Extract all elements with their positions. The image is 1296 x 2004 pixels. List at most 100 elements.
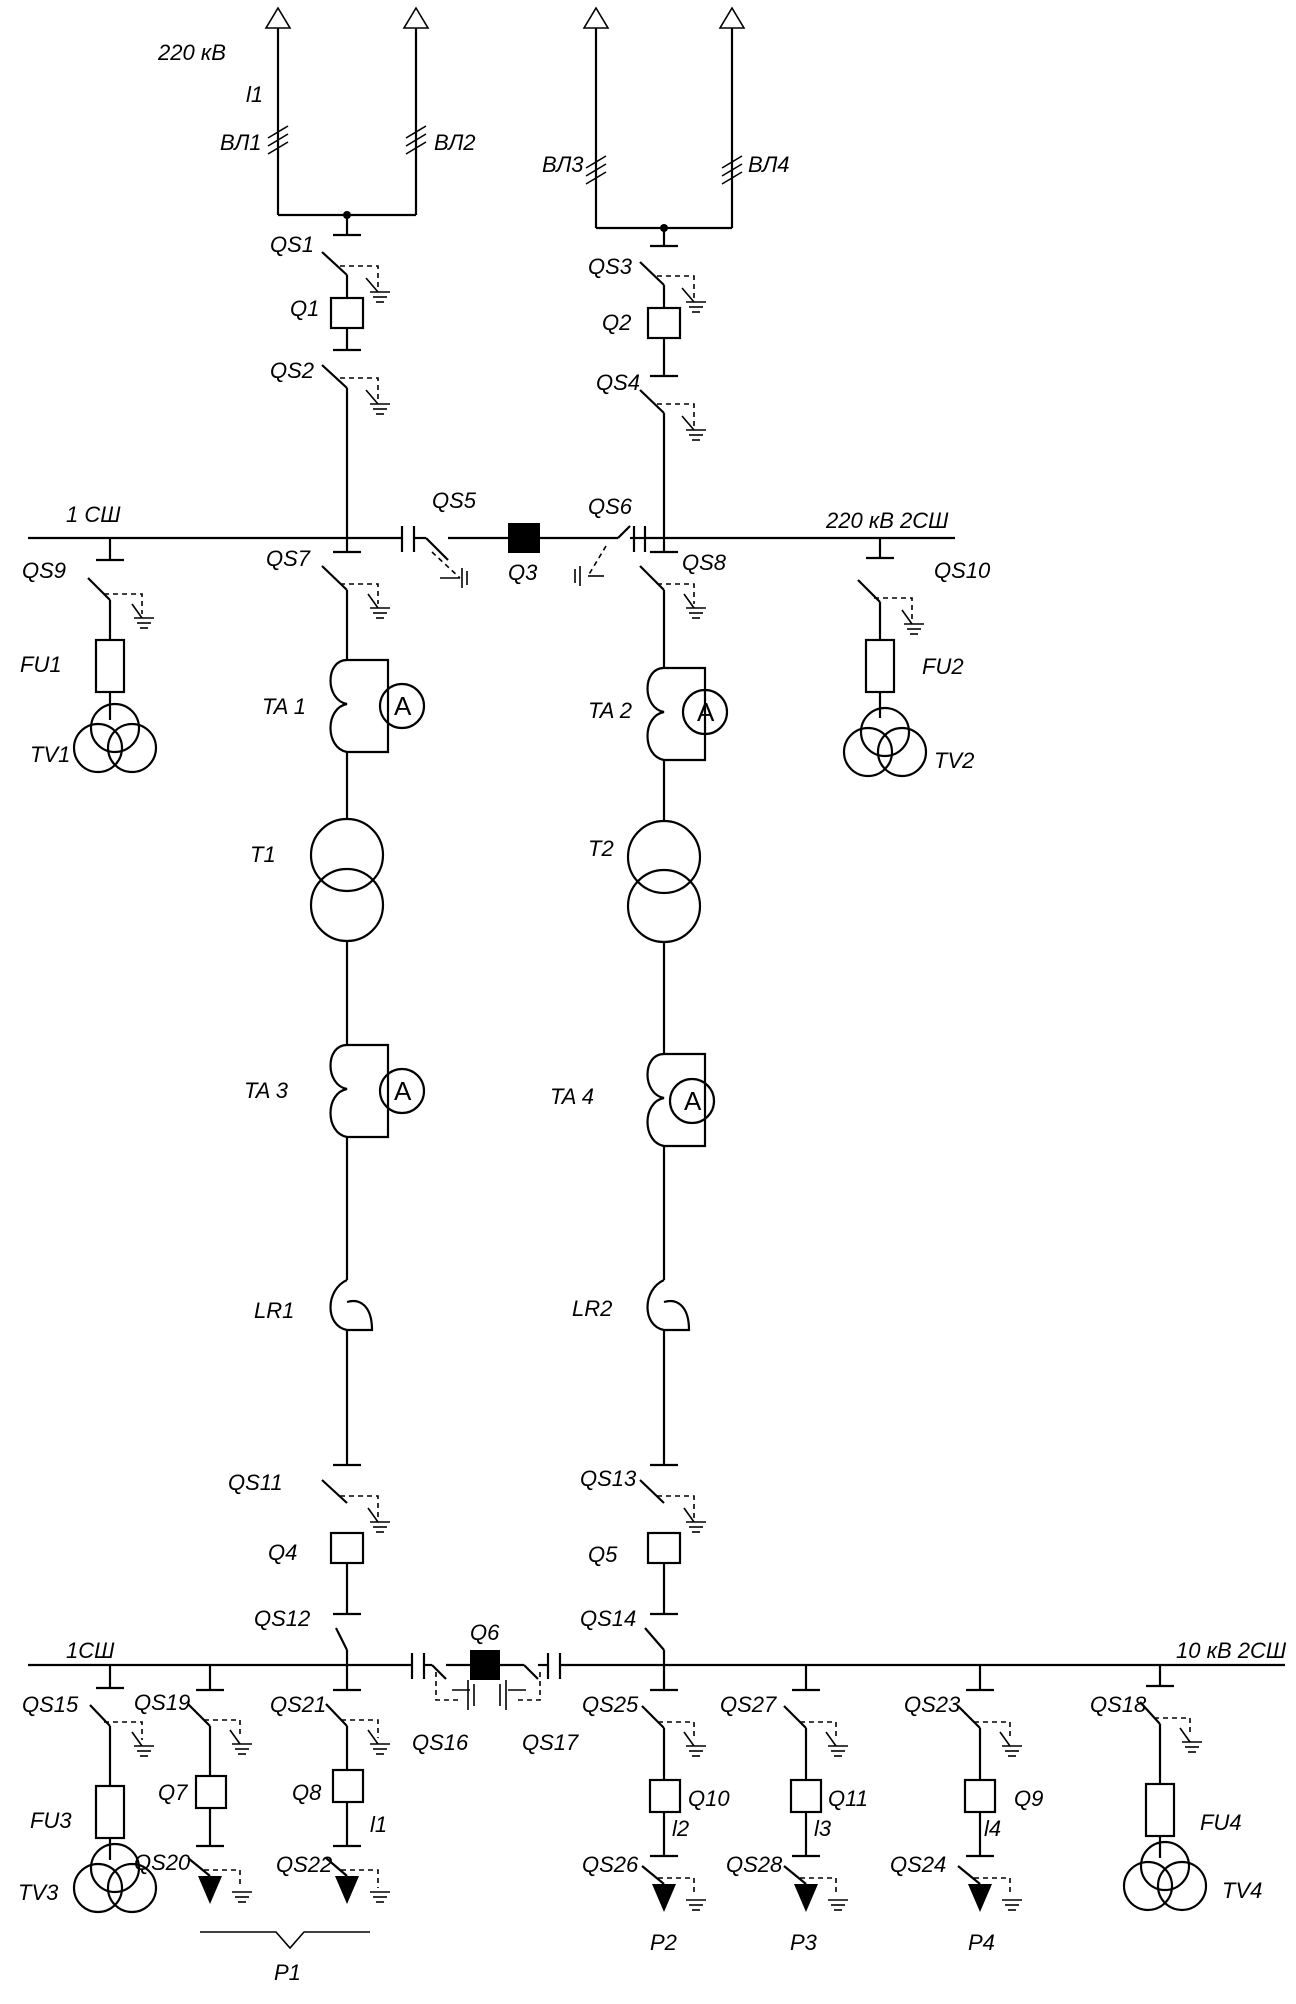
label-qs20: QS20 bbox=[134, 1850, 191, 1875]
feeder-q7 bbox=[187, 1665, 252, 1904]
label-ta3: TA 3 bbox=[244, 1078, 289, 1103]
label-qs3: QS3 bbox=[588, 254, 633, 279]
chain-left bbox=[309, 565, 426, 1665]
label-q3: Q3 bbox=[508, 560, 538, 585]
label-qs10: QS10 bbox=[934, 558, 991, 583]
vt3 bbox=[72, 1665, 158, 1914]
feeder-right-220 bbox=[639, 261, 706, 538]
label-l4: l4 bbox=[984, 1816, 1001, 1841]
feeder-q10 bbox=[641, 1665, 706, 1912]
vt-right-220 bbox=[842, 538, 928, 778]
label-qs2: QS2 bbox=[270, 358, 314, 383]
label-t1: T1 bbox=[250, 842, 276, 867]
label-qs11: QS11 bbox=[228, 1470, 283, 1495]
bus-220 bbox=[28, 523, 955, 588]
label-qs18: QS18 bbox=[1090, 1692, 1147, 1717]
chain-right bbox=[626, 565, 729, 1665]
load-arrow-icon bbox=[652, 1884, 676, 1912]
label-lr2: LR2 bbox=[572, 1296, 612, 1321]
vt-left-220 bbox=[72, 538, 158, 774]
label-tv1: TV1 bbox=[30, 742, 70, 767]
label-vl2: ВЛ2 bbox=[434, 130, 476, 155]
label-bus1-220: 1 СШ bbox=[66, 502, 121, 527]
arrow-icon bbox=[582, 6, 610, 29]
load-arrow-icon bbox=[968, 1884, 992, 1912]
label-tv4: TV4 bbox=[1222, 1878, 1262, 1903]
label-220kv: 220 кВ bbox=[157, 40, 226, 65]
feeder-q11 bbox=[783, 1665, 848, 1912]
label-qs14: QS14 bbox=[580, 1606, 636, 1631]
feeder-q8 bbox=[200, 1665, 390, 1950]
line-vl3-vl4 bbox=[582, 6, 746, 248]
label-q6: Q6 bbox=[470, 1620, 500, 1645]
label-bus2-10: 10 кВ 2СШ bbox=[1176, 1638, 1287, 1663]
load-arrow-icon bbox=[335, 1876, 359, 1904]
label-p3: P3 bbox=[790, 1930, 818, 1955]
label-p2: P2 bbox=[650, 1930, 677, 1955]
label-qs17: QS17 bbox=[522, 1730, 579, 1755]
arrow-icon bbox=[402, 6, 430, 29]
label-qs7: QS7 bbox=[266, 546, 311, 571]
label-l2: l2 bbox=[672, 1816, 689, 1841]
label-l1-bottom: l1 bbox=[370, 1812, 387, 1837]
arrow-icon bbox=[718, 6, 746, 29]
label-qs19: QS19 bbox=[134, 1690, 190, 1715]
label-qs26: QS26 bbox=[582, 1852, 639, 1877]
label-bus2-220: 220 кВ 2СШ bbox=[825, 508, 949, 533]
label-qs13: QS13 bbox=[580, 1466, 637, 1491]
label-tv2: TV2 bbox=[934, 748, 974, 773]
label-qs27: QS27 bbox=[720, 1692, 777, 1717]
label-q4: Q4 bbox=[268, 1540, 297, 1565]
label-qs5: QS5 bbox=[432, 488, 477, 513]
ammeter-label-ta1: A bbox=[394, 691, 412, 721]
labels: 220 кВ l1 ВЛ1 ВЛ2 ВЛ3 ВЛ4 QS1 Q1 QS2 QS3… bbox=[18, 40, 1287, 1985]
label-qs22: QS22 bbox=[276, 1852, 332, 1877]
label-q5: Q5 bbox=[588, 1542, 618, 1567]
label-bus1-10: 1СШ bbox=[66, 1638, 115, 1663]
label-vl1: ВЛ1 bbox=[220, 130, 262, 155]
ammeter-label-ta3: A bbox=[394, 1076, 412, 1106]
label-ta1: TA 1 bbox=[262, 694, 306, 719]
label-fu2: FU2 bbox=[922, 654, 964, 679]
label-q1: Q1 bbox=[290, 296, 319, 321]
label-fu3: FU3 bbox=[30, 1808, 72, 1833]
load-arrow-icon bbox=[198, 1876, 222, 1904]
label-qs8: QS8 bbox=[682, 550, 727, 575]
label-p4: P4 bbox=[968, 1930, 995, 1955]
label-qs12: QS12 bbox=[254, 1606, 310, 1631]
breaker-q6 bbox=[470, 1650, 500, 1680]
label-vl4: ВЛ4 bbox=[748, 152, 790, 177]
label-q7: Q7 bbox=[158, 1780, 188, 1805]
ammeter-label-ta4: A bbox=[684, 1086, 702, 1116]
arrow-icon bbox=[264, 6, 292, 29]
label-lr1: LR1 bbox=[254, 1298, 294, 1323]
label-q10: Q10 bbox=[688, 1786, 730, 1811]
breaker-q3 bbox=[508, 523, 540, 553]
label-qs23: QS23 bbox=[904, 1692, 961, 1717]
feeder-q9 bbox=[957, 1665, 1022, 1912]
label-l3: l3 bbox=[814, 1816, 832, 1841]
label-vl3: ВЛ3 bbox=[542, 152, 584, 177]
label-qs15: QS15 bbox=[22, 1692, 79, 1717]
label-q9: Q9 bbox=[1014, 1786, 1043, 1811]
vt4 bbox=[1122, 1665, 1208, 1912]
label-q8: Q8 bbox=[292, 1780, 322, 1805]
label-qs24: QS24 bbox=[890, 1852, 946, 1877]
label-fu4: FU4 bbox=[1200, 1810, 1242, 1835]
ammeter-label-ta2: A bbox=[697, 697, 715, 727]
label-tv3: TV3 bbox=[18, 1880, 59, 1905]
label-qs6: QS6 bbox=[588, 494, 633, 519]
label-q2: Q2 bbox=[602, 310, 631, 335]
label-p1: P1 bbox=[274, 1960, 301, 1985]
load-arrow-icon bbox=[794, 1884, 818, 1912]
label-l1-top: l1 bbox=[246, 82, 263, 107]
label-qs25: QS25 bbox=[582, 1692, 639, 1717]
label-fu1: FU1 bbox=[20, 652, 62, 677]
label-t2: T2 bbox=[588, 836, 614, 861]
label-qs1: QS1 bbox=[270, 232, 314, 257]
label-ta2: TA 2 bbox=[588, 698, 632, 723]
label-qs28: QS28 bbox=[726, 1852, 783, 1877]
label-qs4: QS4 bbox=[596, 370, 640, 395]
line-vl1-vl2 bbox=[264, 6, 430, 237]
